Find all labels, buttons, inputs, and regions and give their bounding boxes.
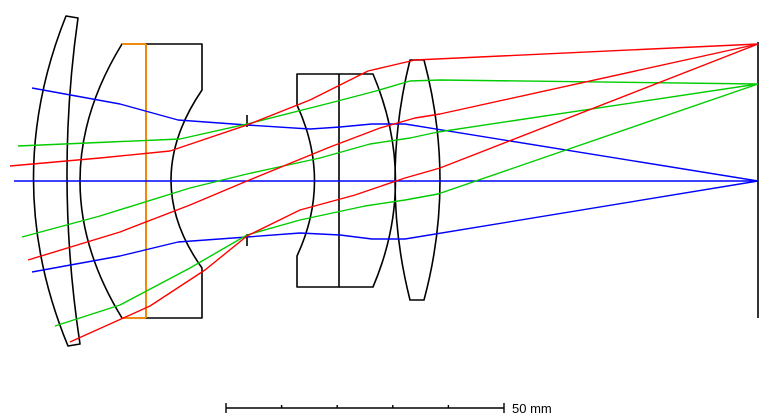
lens-element-6 (394, 59, 441, 301)
ray-green-mid (21, 83, 759, 238)
lens-elements (32, 15, 759, 347)
scale-bar-ticks (225, 403, 505, 413)
lens-element-3 (146, 43, 203, 319)
scale-bar: 50 mm (225, 401, 552, 416)
ray-red-lower (69, 43, 759, 343)
ray-bundle-mid-field (17, 79, 759, 327)
ray-green-lower (54, 83, 759, 327)
ray-green-upper (17, 79, 759, 147)
scale-bar-label: 50 mm (512, 401, 552, 416)
ray-red-mid (27, 43, 759, 261)
lens-element-2 (79, 43, 147, 319)
ray-bundle-on-axis (14, 87, 759, 273)
lens-element-1 (32, 15, 81, 347)
ray-bundle-full-field (9, 43, 759, 343)
lens-element-4 (296, 73, 340, 288)
ray-red-upper (9, 43, 759, 167)
ray-blue-lower (31, 180, 759, 273)
